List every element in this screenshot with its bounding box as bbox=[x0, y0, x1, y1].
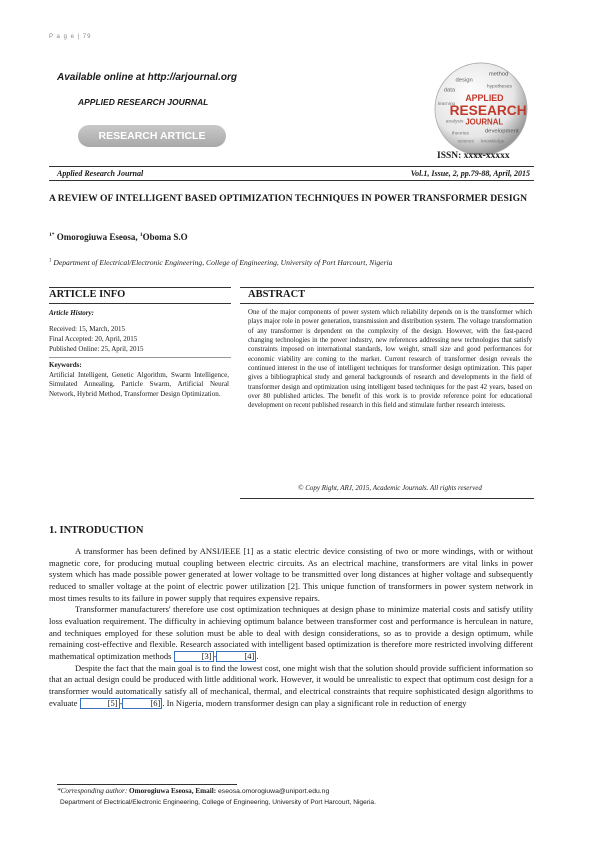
corresponding-author: *Corresponding author: Omorogiuwa Eseosa… bbox=[57, 787, 329, 795]
author2-sup: 1 bbox=[139, 232, 143, 238]
citation-separator: - bbox=[119, 697, 123, 708]
intro-paragraph-3: Despite the fact that the main goal is t… bbox=[49, 663, 533, 710]
logo-word: data bbox=[444, 87, 456, 93]
logo-word: analysis bbox=[446, 119, 464, 125]
abstract-heading: ABSTRACT bbox=[248, 289, 306, 300]
logo-word: knowledge bbox=[481, 138, 505, 144]
citation-link[interactable]: [4] bbox=[216, 650, 257, 662]
header-volume: Vol.1, Issue, 2, pp.79-88, April, 2015 bbox=[410, 169, 530, 178]
affiliation: 1 Department of Electrical/Electronic En… bbox=[49, 258, 392, 267]
citation-link[interactable]: [3] bbox=[173, 650, 214, 662]
abstract-text: One of the major components of power sys… bbox=[248, 309, 532, 410]
affiliation-text: Department of Electrical/Electronic Engi… bbox=[51, 258, 393, 267]
introduction-body: A transformer has been defined by ANSI/I… bbox=[49, 546, 533, 709]
available-online-link[interactable]: Available online at http://arjournal.org bbox=[57, 72, 238, 83]
intro-paragraph-1: A transformer has been defined by ANSI/I… bbox=[49, 546, 533, 603]
issn: ISSN: xxxx-xxxxx bbox=[437, 151, 510, 161]
logo-word: method bbox=[489, 72, 509, 78]
logo-journal: JOURNAL bbox=[465, 118, 503, 127]
received-date: Received: 15, March, 2015 bbox=[49, 325, 126, 333]
research-article-badge: RESEARCH ARTICLE bbox=[78, 125, 226, 147]
logo-word: learning bbox=[438, 101, 456, 107]
author1-sup: 1* bbox=[49, 232, 55, 238]
author2-name: Oboma S.O bbox=[142, 232, 188, 242]
intro-paragraph-2: Transformer manufacturers' therefore use… bbox=[49, 604, 533, 662]
intro-p3-text: Despite the fact that the main goal is t… bbox=[49, 662, 533, 708]
copyright: © Copy Right, ARJ, 2015, Academic Journa… bbox=[298, 484, 482, 492]
intro-p2-end: . bbox=[256, 650, 259, 661]
header-rule-bottom bbox=[49, 180, 534, 181]
intro-p3-text-end: . In Nigeria, modern transformer design … bbox=[162, 697, 467, 708]
keywords: Artificial Intelligent, Genetic Algorith… bbox=[49, 371, 229, 398]
accepted-date: Final Accepted: 20, April, 2015 bbox=[49, 335, 138, 343]
abstract-rule-top bbox=[240, 287, 534, 288]
corresponding-label: *Corresponding author: bbox=[57, 787, 130, 795]
introduction-heading: 1. INTRODUCTION bbox=[49, 525, 144, 536]
logo-word: science bbox=[457, 138, 474, 144]
citation-separator: - bbox=[213, 650, 217, 661]
logo-applied: APPLIED bbox=[465, 93, 503, 103]
corresponding-name: Omorogiuwa Eseosa, Email: bbox=[129, 787, 217, 795]
abstract-rule-end bbox=[240, 498, 534, 499]
author-email-link[interactable]: eseosa.omorogiuwa@uniport.edu.ng bbox=[216, 788, 330, 795]
paper-title: A REVIEW OF INTELLIGENT BASED OPTIMIZATI… bbox=[49, 193, 528, 204]
header-journal: Applied Research Journal bbox=[57, 169, 144, 178]
authors: 1* Omorogiuwa Eseosa, 1Oboma S.O bbox=[49, 232, 188, 242]
journal-name: APPLIED RESEARCH JOURNAL bbox=[78, 97, 209, 107]
logo-word: hypotheses bbox=[487, 83, 513, 89]
intro-p2-text: Transformer manufacturers' therefore use… bbox=[49, 604, 533, 661]
header-rule-top bbox=[49, 166, 534, 167]
citation-link[interactable]: [6] bbox=[122, 697, 163, 709]
keywords-label: Keywords: bbox=[49, 361, 82, 369]
citation-link[interactable]: [5] bbox=[79, 697, 120, 709]
footnote-rule bbox=[57, 784, 237, 785]
published-date: Published Online: 25, April, 2015 bbox=[49, 345, 144, 353]
author1-name: Omorogiuwa Eseosa, bbox=[54, 232, 140, 242]
article-history-label: Article History: bbox=[49, 309, 94, 317]
footnote-department: Department of Electrical/Electronic Engi… bbox=[60, 799, 376, 806]
article-info-heading: ARTICLE INFO bbox=[49, 289, 126, 300]
logo-word: theories bbox=[452, 130, 470, 136]
keywords-rule bbox=[49, 357, 231, 358]
affiliation-sup: 1 bbox=[49, 258, 52, 264]
article-info-rule-top bbox=[49, 287, 231, 288]
logo-word: development bbox=[485, 129, 519, 135]
journal-logo: method design data hypotheses learning d… bbox=[434, 62, 528, 156]
logo-word: design bbox=[456, 78, 473, 84]
page-number: P a g e | 79 bbox=[49, 34, 92, 40]
article-info-rule-bottom bbox=[49, 303, 231, 304]
logo-research: RESEARCH bbox=[450, 103, 527, 118]
abstract-rule-bottom bbox=[240, 303, 534, 304]
